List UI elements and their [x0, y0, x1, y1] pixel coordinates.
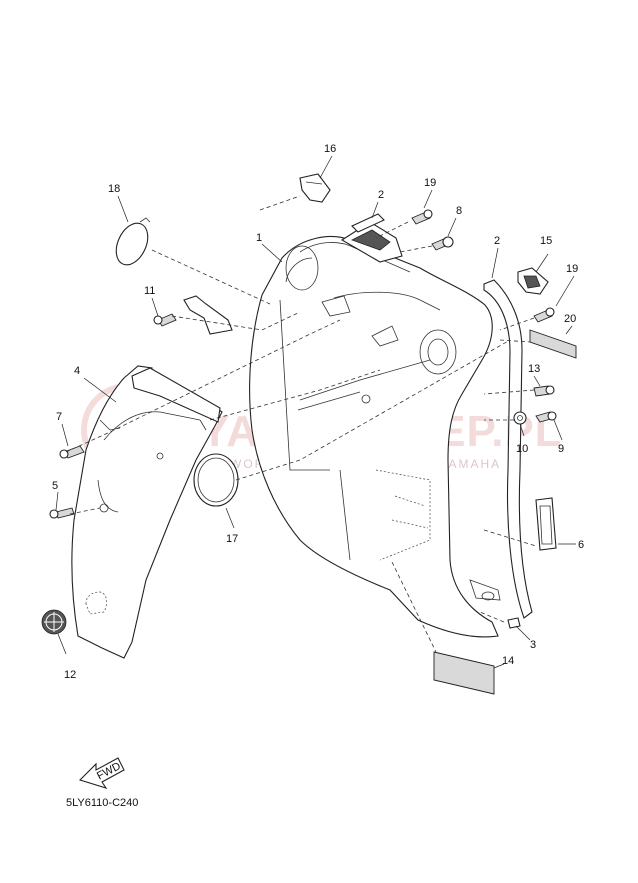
- diagram-code: 5LY6110-C240: [66, 797, 138, 809]
- holder-16-part[interactable]: [299, 173, 331, 203]
- callout-10: 10: [516, 443, 528, 455]
- screw-8[interactable]: [431, 236, 454, 251]
- callout-3: 3: [530, 639, 536, 651]
- cap-17-part[interactable]: [193, 453, 239, 507]
- emblem-12-part[interactable]: [41, 609, 67, 635]
- callout-18: 18: [108, 183, 120, 195]
- label-14-part[interactable]: [433, 651, 495, 695]
- callout-17: 17: [226, 533, 238, 545]
- screw-9[interactable]: [535, 411, 557, 423]
- callout-1: 1: [256, 232, 262, 244]
- callout-8: 8: [456, 205, 462, 217]
- callout-12: 12: [64, 669, 76, 681]
- screw-7[interactable]: [59, 445, 85, 459]
- fwd-arrow-icon: FWD: [78, 757, 125, 789]
- screw-5[interactable]: [49, 507, 75, 519]
- callout-14: 14: [502, 655, 514, 667]
- callout-19-upper: 19: [424, 177, 436, 189]
- callout-20: 20: [564, 313, 576, 325]
- inner-cover-part[interactable]: [71, 365, 223, 659]
- assembly-lines: [65, 195, 537, 653]
- callout-4: 4: [74, 365, 80, 377]
- label-20-part[interactable]: [529, 329, 577, 359]
- front-panel-part[interactable]: [249, 221, 501, 638]
- callout-2-upper: 2: [378, 189, 384, 201]
- leader-lines: [55, 155, 576, 669]
- callout-7: 7: [56, 411, 62, 423]
- screw-19-upper[interactable]: [411, 209, 433, 225]
- callout-5: 5: [52, 480, 58, 492]
- callout-6: 6: [578, 539, 584, 551]
- fwd-label: FWD: [95, 760, 123, 782]
- callout-labels: 1 2 2 3 4 5 6 7 8 9 10 11 12 13 14 15 16…: [52, 143, 584, 681]
- bracket-11-part[interactable]: [183, 295, 233, 335]
- callout-9: 9: [558, 443, 564, 455]
- bolt-13[interactable]: [533, 385, 555, 397]
- seal-strip-side-part[interactable]: [483, 279, 533, 619]
- callout-2-side: 2: [494, 235, 500, 247]
- callout-15: 15: [540, 235, 552, 247]
- nut-10[interactable]: [513, 411, 527, 425]
- callout-19-right: 19: [566, 263, 578, 275]
- seal-strip-upper-part[interactable]: [351, 213, 385, 233]
- holder-15-part[interactable]: [517, 267, 549, 295]
- clip-3[interactable]: [507, 617, 521, 629]
- plate-6-part[interactable]: [535, 497, 557, 551]
- callout-11: 11: [144, 285, 155, 297]
- cap-18-part[interactable]: [110, 217, 154, 270]
- screw-19-right[interactable]: [533, 307, 555, 323]
- callout-16: 16: [324, 143, 336, 155]
- screw-11[interactable]: [153, 313, 177, 327]
- callout-13: 13: [528, 363, 540, 375]
